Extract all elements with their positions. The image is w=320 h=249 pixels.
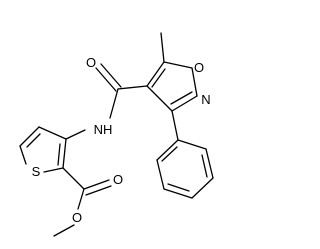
bond-phenyl-3 (163, 188, 193, 199)
atom-label-s: S (32, 164, 41, 179)
bond-phenyl-3-inner (167, 183, 190, 192)
atom-label-o-isoxazole: O (194, 60, 204, 75)
bond-amide-carbonyl-double-1 (95, 67, 117, 92)
atom-label-n-isoxazole: N (201, 92, 210, 107)
atom-label-nh: NH (94, 122, 113, 137)
chemical-structure-diagram: O O N NH S O O (19, 32, 214, 237)
bond-c2-to-ester-c (62, 167, 85, 190)
bond-thiophene-c2-c3-inner (57, 143, 61, 166)
bond-thiophene-c4-c5-inner (26, 133, 41, 148)
bond-amide-c-to-ring (117, 85, 148, 90)
bond-methyl (160, 32, 165, 63)
bond-n-to-thiophene (65, 129, 86, 140)
bond-ester-o-to-methyl (53, 224, 75, 237)
bond-isoxazole-n-c3-inner (170, 91, 193, 105)
bond-isoxazole-n-c3 (171, 95, 198, 112)
bond-phenyl-4 (191, 177, 214, 199)
bond-thiophene-c2-c3 (62, 138, 67, 169)
bond-phenyl-1-inner (161, 146, 178, 162)
bond-thiophene-c5-s (19, 145, 27, 165)
bond-thiophene-c4-c5 (19, 126, 40, 147)
bond-phenyl-5-inner (201, 154, 208, 178)
bond-phenyl-5 (205, 148, 214, 179)
bond-isoxazole-c3-c4 (146, 85, 173, 112)
atom-label-o-ester-carbonyl: O (113, 172, 123, 187)
bond-isoxazole-o-n (191, 67, 198, 97)
bond-isoxazole-c4-c5-inner (151, 68, 166, 88)
bond-thiophene-s-c2 (43, 167, 64, 173)
bond-isoxazole-c5-o (163, 61, 193, 69)
atom-label-o-ester: O (72, 210, 82, 225)
bond-phenyl-2 (156, 159, 165, 190)
bond-ester-carbonyl-double-2 (85, 185, 112, 196)
bond-phenyl-1 (156, 139, 179, 161)
bond-ester-carbonyl-double-1 (83, 179, 110, 190)
atom-label-o-amide: O (86, 55, 96, 70)
bond-phenyl-6 (177, 139, 207, 150)
bond-amide-c-to-n (109, 88, 119, 119)
bond-amide-carbonyl-double-2 (100, 63, 122, 88)
bond-isoxazole-c4-c5 (146, 61, 165, 87)
bond-ester-c-to-o (77, 188, 85, 210)
bond-c3-to-phenyl (171, 110, 179, 141)
bond-thiophene-c3-c4 (38, 126, 67, 140)
